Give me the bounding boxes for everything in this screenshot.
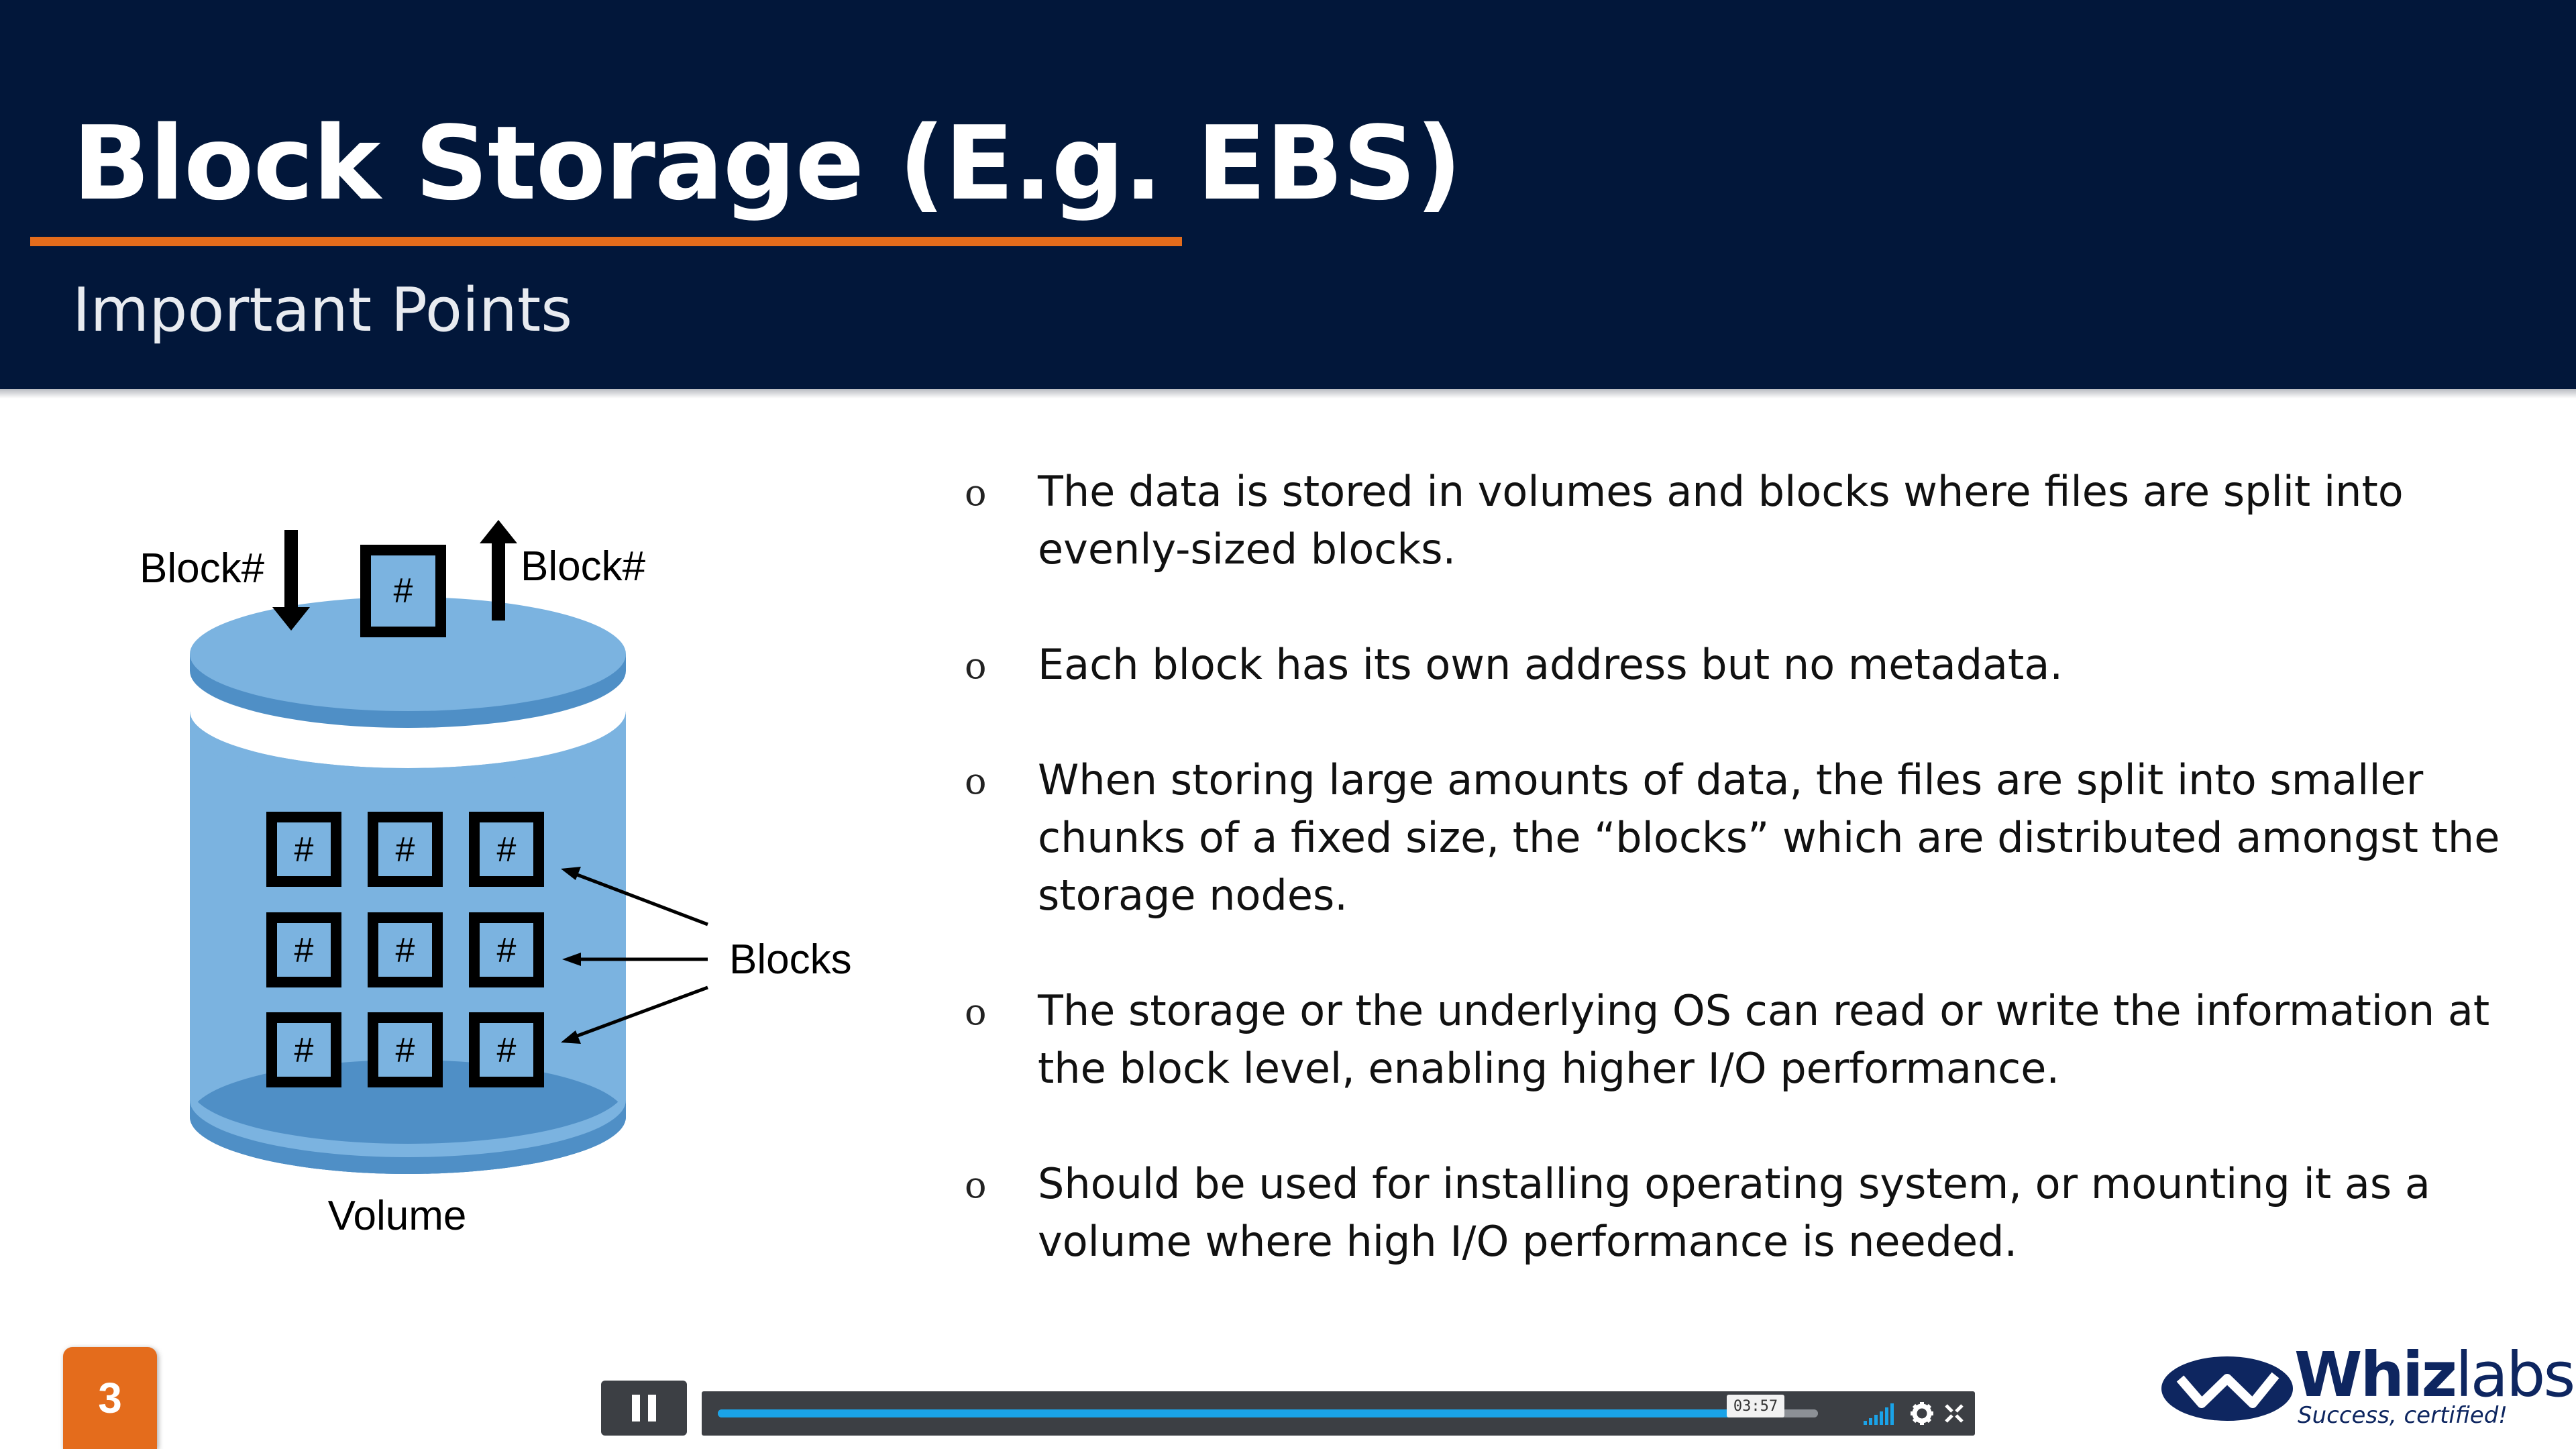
volume-label: Volume [328, 1193, 467, 1239]
cylinder-body-edge [190, 1087, 626, 1157]
bullet-item: o Each block has its own address but no … [959, 636, 2522, 694]
bullet-item: o When storing large amounts of data, th… [959, 751, 2522, 924]
block-4 [266, 912, 341, 987]
block-3 [469, 812, 544, 887]
pointer-head-2 [562, 953, 581, 966]
pointer-line-3 [570, 985, 708, 1040]
bullet-item: o The storage or the underlying OS can r… [959, 982, 2522, 1097]
blocks-pointers [570, 870, 708, 1040]
block-6 [469, 912, 544, 987]
slide-title: Block Storage (E.g. EBS) [72, 104, 1462, 223]
seek-bar[interactable]: 03:57 [718, 1395, 1818, 1417]
pointer-head-3 [561, 1030, 581, 1044]
pointer-line-1 [570, 870, 708, 926]
block-symbol: # [497, 830, 517, 869]
slide-number-badge: 3 [63, 1347, 157, 1449]
bullet-text: The data is stored in volumes and blocks… [1038, 467, 2404, 574]
block-symbol: # [294, 1031, 314, 1070]
block-symbol: # [497, 1031, 517, 1070]
slide-subtitle: Important Points [72, 275, 573, 345]
whizlabs-logo: Whizlabs Success, certified! [2160, 1339, 2575, 1429]
slide-header: Block Storage (E.g. EBS) Important Point… [0, 0, 2576, 389]
time-tooltip: 03:57 [1727, 1395, 1784, 1417]
block-symbol: # [396, 830, 415, 869]
block-symbol: # [396, 1031, 415, 1070]
lid-top [190, 597, 626, 711]
block-1 [266, 812, 341, 887]
pause-icon-bar-right [648, 1395, 656, 1421]
arrow-in-head [272, 607, 310, 631]
bullet-item: o Should be used for installing operatin… [959, 1155, 2522, 1271]
arrow-out-shaft [492, 540, 505, 621]
block-in-label: Block# [140, 545, 265, 592]
arrow-in-shaft [284, 530, 298, 610]
bullet-marker: o [965, 1164, 987, 1206]
block-grid: # # # # # # # # # [266, 812, 544, 1087]
block-symbol: # [294, 931, 314, 970]
pause-icon-bar-left [632, 1395, 640, 1421]
logo-word-labs: labs [2455, 1339, 2575, 1411]
progress-fill [718, 1409, 1752, 1417]
cylinder-base-band [190, 1097, 626, 1174]
logo-word-whiz: Whiz [2294, 1339, 2457, 1411]
bullet-list: o The data is stored in volumes and bloc… [959, 463, 2522, 1328]
volume-icon[interactable] [1862, 1401, 1897, 1426]
volume-illustration: # Block# Block# # # # # # # # # # [140, 520, 852, 1239]
bullet-text: Each block has its own address but no me… [1038, 640, 2063, 689]
fullscreen-exit-icon[interactable] [1944, 1401, 1964, 1426]
block-symbol: # [497, 931, 517, 970]
block-5 [368, 912, 443, 987]
pointer-head-1 [561, 867, 581, 880]
arrow-out-head [480, 520, 517, 543]
block-out-label: Block# [521, 543, 646, 590]
block-9 [469, 1012, 544, 1087]
bullet-text: The storage or the underlying OS can rea… [1038, 986, 2490, 1093]
title-underline [30, 237, 1182, 246]
video-control-bar: 03:57 [702, 1391, 1975, 1436]
bullet-text: Should be used for installing operating … [1038, 1159, 2430, 1266]
bullet-item: o The data is stored in volumes and bloc… [959, 463, 2522, 578]
bullet-marker: o [965, 472, 987, 514]
logo-mark-icon [2161, 1356, 2293, 1421]
block-symbol: # [396, 931, 415, 970]
header-shadow [0, 389, 2576, 398]
pause-button[interactable] [601, 1381, 687, 1436]
bullet-marker: o [965, 760, 987, 802]
block-8 [368, 1012, 443, 1087]
block-7 [266, 1012, 341, 1087]
bullet-marker: o [965, 991, 987, 1033]
bullet-marker: o [965, 645, 987, 687]
incoming-block [360, 545, 446, 637]
bullet-text: When storing large amounts of data, the … [1038, 755, 2500, 920]
logo-tagline: Success, certified! [2298, 1402, 2508, 1429]
blocks-label: Blocks [729, 936, 852, 983]
block-2 [368, 812, 443, 887]
incoming-block-symbol: # [394, 572, 413, 610]
logo-wordmark: Whizlabs [2294, 1339, 2575, 1411]
block-storage-diagram: # Block# Block# # # # # # # # # # [0, 510, 939, 1288]
block-symbol: # [294, 830, 314, 869]
gear-icon[interactable] [1909, 1401, 1935, 1426]
body-top-edge [190, 711, 626, 785]
